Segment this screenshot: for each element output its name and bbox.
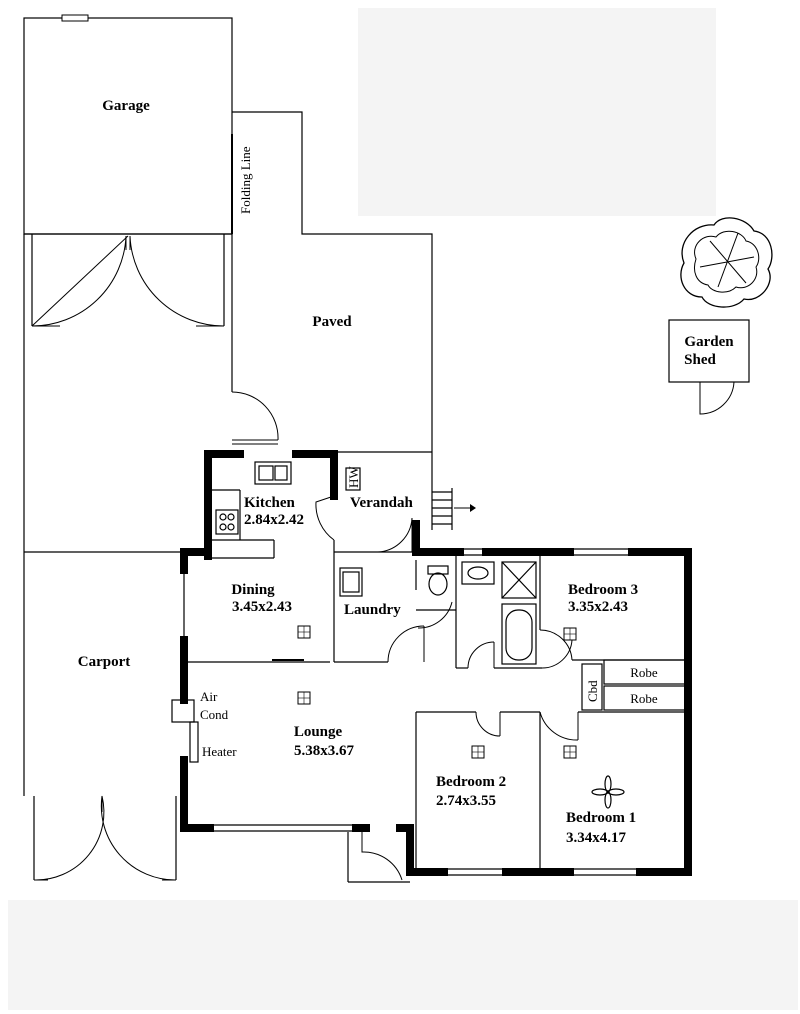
air-cond-unit (171, 699, 199, 763)
tree-icon (680, 217, 773, 308)
hot-water-icon (345, 467, 361, 491)
bedroom2-dim: 2.74x3.55 (436, 793, 496, 809)
garage (23, 14, 233, 327)
lounge-label: Lounge (294, 724, 343, 740)
sink-icon (254, 461, 292, 485)
blank-area-bottom (8, 900, 798, 1010)
ceiling-fan-icon (591, 775, 625, 809)
folding-line-label: Folding Line (238, 146, 253, 214)
bedroom1-dim: 3.34x4.17 (566, 830, 627, 846)
dining-dim: 3.45x2.43 (232, 599, 292, 615)
interior-doors (183, 495, 579, 741)
verandah-steps (432, 488, 453, 530)
paved-area (23, 111, 433, 552)
garden-shed (668, 319, 750, 415)
laundry-tub-icon (339, 567, 363, 597)
garden-label: Garden (684, 334, 734, 350)
hw-label: HW (346, 466, 361, 488)
arrow-right-icon (454, 504, 476, 512)
bedroom3-label: Bedroom 3 (568, 582, 638, 598)
carport (23, 551, 184, 881)
blank-area-top (358, 8, 716, 216)
air-label: Air (200, 689, 218, 704)
vent-icon (297, 625, 577, 759)
cbd-label: Cbd (585, 680, 600, 702)
dining-label: Dining (231, 582, 275, 598)
house-walls (180, 450, 692, 883)
toilet-icon (427, 565, 449, 596)
bedroom1-label: Bedroom 1 (566, 810, 636, 826)
shower-icon (501, 561, 537, 599)
paved-label: Paved (312, 314, 352, 330)
robe-label-1: Robe (630, 665, 658, 680)
bedroom2-label: Bedroom 2 (436, 774, 506, 790)
stove-icon (215, 509, 239, 535)
kitchen-dim: 2.84x2.42 (244, 512, 304, 528)
robe-label-2: Robe (630, 691, 658, 706)
garage-label: Garage (102, 98, 150, 114)
laundry-label: Laundry (344, 602, 401, 618)
bath-icon (501, 603, 537, 665)
verandah-label: Verandah (350, 495, 413, 511)
cond-label: Cond (200, 707, 229, 722)
lounge-dim: 5.38x3.67 (294, 743, 355, 759)
kitchen-label: Kitchen (244, 495, 295, 511)
bedroom3-dim: 3.35x2.43 (568, 599, 628, 615)
carport-label: Carport (78, 654, 131, 670)
basin-icon (461, 561, 495, 585)
shed-label: Shed (684, 352, 716, 368)
heater-label: Heater (202, 744, 237, 759)
